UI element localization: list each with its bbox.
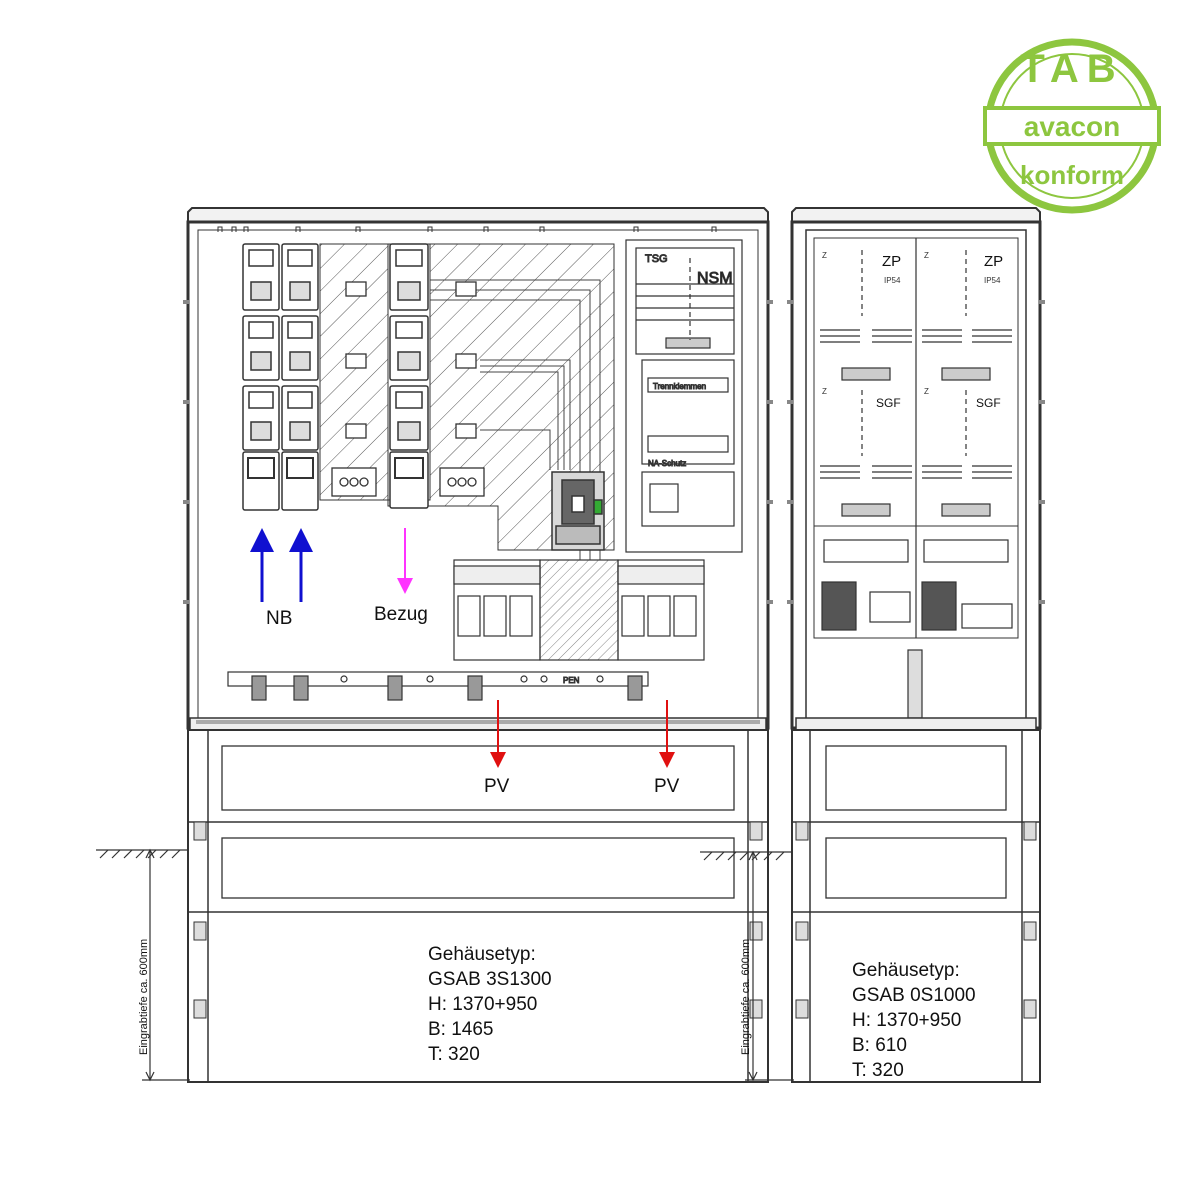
z-label-4: Z — [924, 387, 929, 396]
spec-left: Gehäusetyp: GSAB 3S1300 H: 1370+950 B: 1… — [428, 942, 552, 1067]
spec-left-width: B: 1465 — [428, 1019, 494, 1040]
nb-label: NB — [266, 608, 292, 629]
trennklemmen-label: Trennklemmen — [653, 382, 706, 391]
ip-label-1: IP54 — [884, 276, 901, 285]
sgf-label-1: SGF — [876, 396, 901, 410]
ip-label-2: IP54 — [984, 276, 1001, 285]
z-label-2: Z — [924, 251, 929, 260]
bezug-label: Bezug — [374, 604, 428, 625]
nb-arrows — [250, 528, 313, 602]
depth-label-left: Eingrabtiefe ca. 600mm — [138, 939, 150, 1055]
spec-left-depth: T: 320 — [428, 1044, 480, 1065]
pv-label-1: PV — [484, 776, 510, 797]
spec-left-type: GSAB 3S1300 — [428, 969, 552, 990]
logo-text-tab: TAB — [1020, 47, 1123, 91]
z-label-1: Z — [822, 251, 827, 260]
spec-left-height: H: 1370+950 — [428, 994, 538, 1015]
nsm-label: NSM — [697, 270, 733, 287]
spec-left-heading: Gehäusetyp: — [428, 944, 536, 965]
spec-right-width: B: 610 — [852, 1035, 907, 1056]
pen-label: PEN — [563, 676, 580, 685]
spec-right-type: GSAB 0S1000 — [852, 985, 976, 1006]
ground-line-right — [700, 850, 794, 1082]
logo-text-konform: konform — [1020, 160, 1124, 190]
ground-line-left — [96, 848, 190, 1082]
na-schutz-label: NA-Schutz — [648, 459, 686, 468]
right-cabinet — [787, 207, 1045, 1083]
left-cabinet: TSG NSM Trennklemmen NA-Schutz PEN — [183, 207, 773, 1083]
spec-right-height: H: 1370+950 — [852, 1010, 962, 1031]
tsg-label: TSG — [645, 253, 668, 265]
z-label-3: Z — [822, 387, 827, 396]
zp-label-1: ZP — [882, 253, 901, 270]
depth-label-right: Eingrabtiefe ca. 600mm — [740, 939, 752, 1055]
spec-right-depth: T: 320 — [852, 1060, 904, 1081]
spec-right-heading: Gehäusetyp: — [852, 960, 960, 981]
spec-right: Gehäusetyp: GSAB 0S1000 H: 1370+950 B: 6… — [852, 958, 976, 1083]
logo-text-avacon: avacon — [1024, 111, 1121, 142]
zp-label-2: ZP — [984, 253, 1003, 270]
pv-label-2: PV — [654, 776, 680, 797]
tab-avacon-logo: TAB avacon konform — [983, 38, 1161, 214]
sgf-label-2: SGF — [976, 396, 1001, 410]
